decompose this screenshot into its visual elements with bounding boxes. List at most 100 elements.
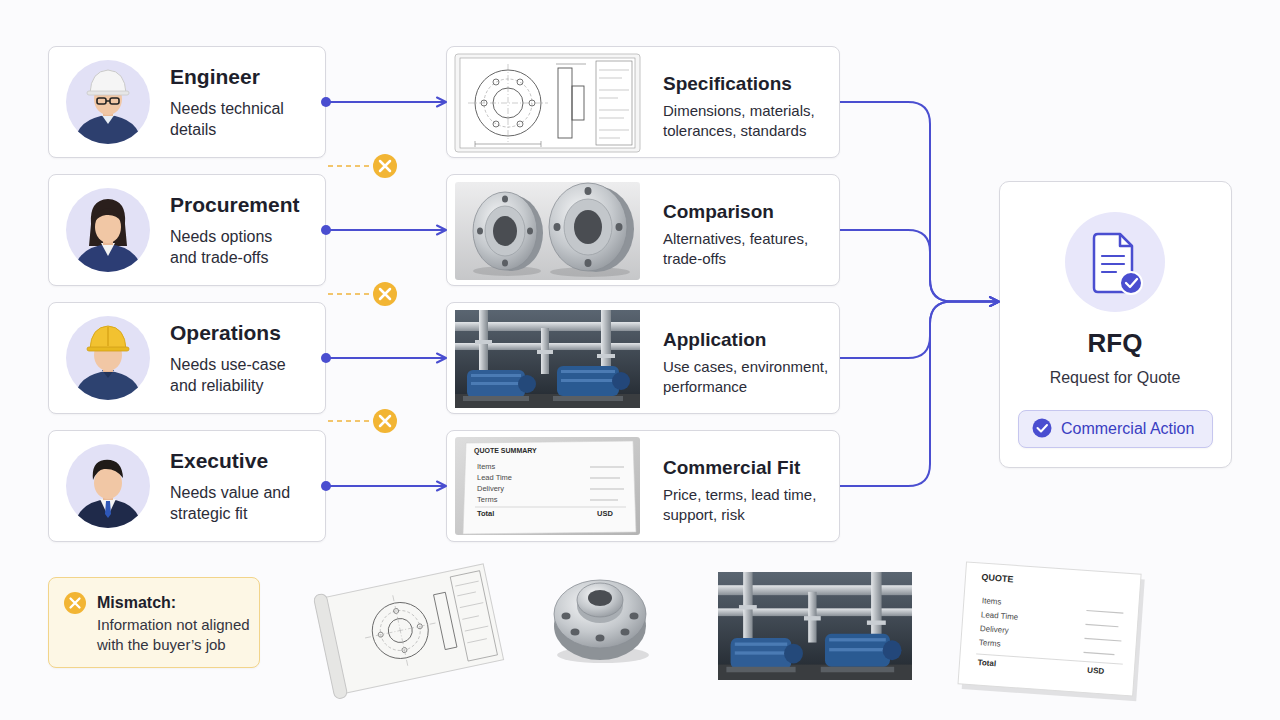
- rfq-document-icon: [1126, 279, 1137, 287]
- quote-paper-image: [962, 567, 1145, 701]
- rolled-drawing-image: [313, 560, 504, 700]
- procurement-avatar: [74, 199, 142, 274]
- spec-drawing-image: [517, 79, 523, 85]
- persona-role: Operations: [170, 320, 320, 346]
- mismatch-marker: [380, 416, 390, 426]
- plant-photo-image: [718, 572, 912, 680]
- spec-drawing-image: [484, 79, 532, 127]
- rolled-drawing-image: [417, 623, 423, 629]
- spec-drawing-image: [475, 64, 586, 147]
- info-detail: Price, terms, lead time, support, risk: [663, 485, 835, 525]
- persona-card: EngineerNeeds technical details: [48, 46, 326, 158]
- flow-arrow: [840, 230, 999, 302]
- flow-arrow: [326, 357, 446, 359]
- flange-part-image: [577, 589, 623, 623]
- avatar-backdrop: [66, 60, 150, 528]
- edge-start-dot: [321, 97, 331, 107]
- persona-card: ProcurementNeeds options and trade-offs: [48, 174, 326, 286]
- info-detail: Alternatives, features, trade-offs: [663, 229, 835, 269]
- rfq-document-icon: [1065, 212, 1165, 312]
- quote-paper-image: [958, 562, 1141, 696]
- mismatch-marker: [373, 409, 397, 433]
- spec-drawing-image: [455, 54, 640, 152]
- action-check-icon: [1033, 419, 1052, 438]
- rfq-box: RFQRequest for QuoteCommercial Action: [999, 181, 1232, 468]
- rfq-document-icon: [1094, 234, 1132, 292]
- spec-drawing-image: [481, 100, 487, 106]
- flange-comparison-image: [481, 195, 543, 271]
- rolled-drawing-image: [313, 593, 348, 699]
- procurement-avatar: [103, 236, 113, 245]
- quote-paper-text-group: QUOTEItemsLead TimeDeliveryTermsTotalUSD: [958, 562, 1141, 696]
- executive-avatar: [74, 460, 142, 530]
- avatar-backdrop: [66, 316, 150, 400]
- edge-start-dot: [321, 225, 331, 235]
- flange-part-image: [554, 580, 646, 648]
- rolled-drawing-image: [401, 647, 407, 653]
- procurement-avatar: [94, 209, 122, 222]
- executive-avatar: [100, 499, 116, 516]
- engineer-avatar: [94, 83, 122, 115]
- executive-avatar: [74, 499, 142, 530]
- edge-start-dot: [321, 481, 331, 491]
- flange-comparison-image: [550, 267, 630, 277]
- info-card: SpecificationsDimensions, materials, tol…: [446, 46, 840, 158]
- engineer-avatar: [101, 114, 115, 124]
- mismatch-marker: [373, 154, 397, 178]
- engineer-avatar: [97, 98, 106, 104]
- spec-drawing-image: [529, 100, 535, 106]
- rolled-drawing-image: [322, 564, 504, 694]
- spec-drawing-image: [572, 86, 584, 120]
- plant-application-image: [455, 310, 640, 408]
- procurement-avatar: [95, 211, 121, 243]
- spec-drawing-image: [455, 54, 640, 152]
- action-check-icon: [1033, 419, 1052, 438]
- flange-part-image: [630, 613, 639, 620]
- operations-avatar: [74, 371, 142, 402]
- flange-comparison-image: [502, 196, 508, 203]
- info-detail: Use cases, environment, performance: [663, 357, 835, 397]
- quote-text: Items: [982, 597, 1002, 607]
- edge-start-dot: [321, 353, 331, 363]
- action-check-icon: [1038, 425, 1048, 432]
- flange-comparison-image: [585, 187, 592, 195]
- mismatch-marker: [328, 420, 372, 422]
- action-pill: Commercial Action: [1018, 410, 1213, 448]
- quote-text: USD: [1087, 667, 1104, 677]
- persona-need: Needs use-case and reliability: [170, 354, 298, 396]
- mismatch-note: Mismatch:Information not aligned with th…: [48, 577, 260, 668]
- quote-text: Lead Time: [981, 611, 1019, 622]
- persona-need: Needs technical details: [170, 98, 298, 140]
- flange-comparison-image: [574, 210, 602, 244]
- executive-avatar: [94, 467, 122, 499]
- plant-application-image: [455, 310, 640, 408]
- action-text: Commercial Action: [1061, 419, 1211, 439]
- rfq-document-icon: [1120, 272, 1142, 294]
- flange-comparison-image: [473, 266, 541, 276]
- quote-paper-image: [958, 562, 1145, 701]
- spec-drawing-image: [599, 70, 629, 138]
- rfq-document-icon: [1065, 212, 1165, 312]
- flange-comparison-image: [558, 186, 634, 272]
- rolled-drawing-image: [386, 616, 414, 644]
- flange-comparison-image: [485, 206, 525, 256]
- engineer-avatar: [103, 108, 113, 116]
- quote-paper-image: [976, 654, 1123, 664]
- flange-comparison-image: [455, 182, 640, 280]
- spec-drawing-image: [475, 70, 541, 136]
- flow-arrow: [326, 485, 446, 487]
- rolled-drawing-image: [367, 597, 433, 663]
- flow-arrow: [326, 229, 446, 231]
- flange-part-image: [596, 635, 605, 642]
- flow-arrow: [840, 302, 999, 358]
- spec-drawing-image: [517, 121, 523, 127]
- note-heading: Mismatch:: [97, 593, 257, 613]
- operations-avatar: [103, 364, 113, 372]
- quote-text: Delivery: [980, 625, 1009, 636]
- mismatch-marker: [373, 282, 397, 306]
- rfq-document-icon: [1120, 234, 1132, 246]
- rfq-subtitle: Request for Quote: [1000, 368, 1230, 388]
- mismatch-marker: [380, 289, 390, 299]
- rolled-drawing-image: [455, 581, 491, 643]
